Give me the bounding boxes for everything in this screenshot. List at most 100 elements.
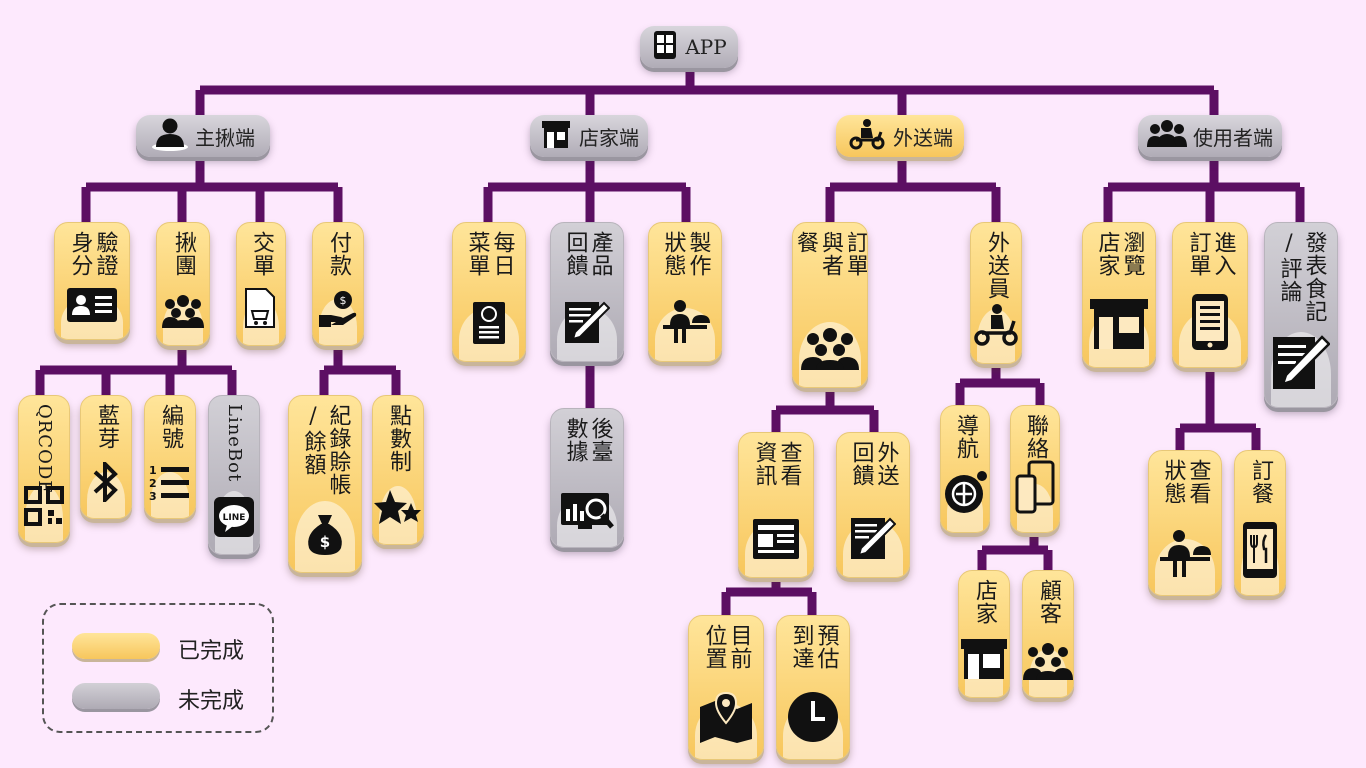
node-review-text-1: 發表食記: [1301, 231, 1327, 323]
category-organizer[interactable]: 主揪端: [136, 115, 270, 157]
storefront-icon: [539, 118, 573, 155]
crowd-icon: [1023, 641, 1073, 685]
node-location-text-1: 目前: [726, 624, 752, 670]
crowd-icon: [798, 327, 862, 375]
node-feedback-text-2: 回饋: [562, 231, 588, 277]
hand-coin-icon: $: [317, 289, 359, 333]
clock-icon: [787, 691, 839, 747]
node-backend-data[interactable]: 後臺數據: [550, 408, 624, 548]
id-card-icon: [66, 287, 118, 327]
category-user-label: 使用者端: [1193, 125, 1273, 150]
node-browse-text-1: 瀏覽: [1119, 231, 1145, 277]
svg-text:2: 2: [149, 477, 157, 490]
category-delivery[interactable]: 外送端: [836, 115, 964, 157]
node-qrcode[interactable]: QRCODE: [18, 395, 70, 543]
svg-text:$: $: [340, 294, 347, 307]
svg-text:$: $: [320, 533, 330, 551]
tablet-icon: [651, 30, 679, 65]
category-store[interactable]: 店家端: [530, 115, 648, 157]
node-customer-text: 顧客: [1036, 579, 1061, 625]
compass-icon: [942, 470, 988, 520]
stars-icon: [374, 488, 422, 532]
node-enter-order[interactable]: 進入訂單: [1172, 222, 1248, 368]
money-bag-icon: $: [303, 512, 347, 560]
node-contact-store[interactable]: 店家: [958, 570, 1010, 698]
node-submit-order-text: 交單: [249, 231, 274, 277]
node-contactstore-text: 店家: [972, 579, 997, 625]
node-eta-text-2: 到達: [788, 624, 814, 670]
node-courier-text: 外送員: [984, 231, 1009, 300]
storefront-icon: [959, 637, 1009, 685]
node-bluetooth[interactable]: 藍芽: [80, 395, 132, 519]
node-menu-text-2: 菜單: [464, 231, 490, 277]
node-linebot[interactable]: LineBot LINE: [208, 395, 260, 555]
node-post-review[interactable]: 發表食記/評論: [1264, 222, 1338, 408]
node-daily-menu[interactable]: 每日菜單: [452, 222, 526, 362]
node-navigation[interactable]: 導航: [940, 405, 990, 533]
node-group-buy-text: 揪團: [171, 231, 196, 277]
node-customer[interactable]: 顧客: [1022, 570, 1074, 698]
node-payment-text: 付款: [326, 231, 351, 277]
node-courier[interactable]: 外送員: [970, 222, 1022, 364]
node-payment[interactable]: 付款 $: [312, 222, 364, 346]
node-menu-text-1: 每日: [489, 231, 515, 277]
phones-icon: [1015, 460, 1055, 520]
node-numbering-text: 編號: [158, 404, 183, 450]
app-root-node[interactable]: APP: [640, 26, 738, 68]
node-navigate-text: 導航: [953, 414, 978, 460]
node-orderers-text-1: 訂單: [843, 231, 868, 277]
group-icon: [1147, 119, 1187, 154]
dashboard-icon: [560, 491, 614, 535]
node-verify-identity[interactable]: 驗證身分: [54, 222, 130, 340]
legend-box: 已完成 未完成: [42, 603, 274, 733]
node-order-meal[interactable]: 訂餐: [1234, 450, 1286, 596]
scooter-icon: [847, 118, 887, 155]
node-bluetooth-text: 藍芽: [94, 404, 119, 450]
svg-text:LINE: LINE: [223, 513, 246, 523]
node-target-location[interactable]: 目前位置: [688, 615, 764, 760]
node-backend-text-1: 後臺: [587, 417, 613, 463]
node-viewinfo-text-1: 查看: [776, 441, 802, 487]
node-contact-text: 聯絡: [1023, 414, 1048, 460]
node-browse-stores[interactable]: 瀏覽店家: [1082, 222, 1156, 368]
menu-icon: [472, 301, 506, 349]
node-view-info[interactable]: 查看資訊: [738, 432, 814, 578]
node-enterorder-text-2: 訂單: [1185, 231, 1211, 277]
phone-fork-icon: [1242, 521, 1278, 583]
node-product-feedback[interactable]: 產品回饋: [550, 222, 624, 362]
edit-note-icon: [1272, 333, 1331, 395]
node-feedback-text-1: 產品: [587, 231, 613, 277]
node-points[interactable]: 點數制: [372, 395, 424, 545]
svg-text:1: 1: [149, 464, 157, 477]
shop-icon: [1089, 297, 1149, 355]
node-status-text-2: 狀態: [660, 231, 686, 277]
node-status-text-1: 製作: [685, 231, 711, 277]
node-points-text: 點數制: [386, 404, 411, 473]
chef-icon: [660, 299, 710, 349]
app-root-label: APP: [685, 35, 727, 59]
cart-document-icon: [244, 287, 278, 333]
node-meal-orderers[interactable]: 訂單與者餐: [792, 222, 868, 388]
node-production-status[interactable]: 製作狀態: [648, 222, 722, 362]
node-delivery-feedback[interactable]: 外送回饋: [836, 432, 910, 578]
chef-icon: [1157, 529, 1213, 583]
node-checkstatus-text-2: 狀態: [1160, 459, 1186, 505]
node-check-status[interactable]: 查看狀態: [1148, 450, 1222, 596]
node-credit-text-2: /餘額: [300, 404, 326, 476]
category-user[interactable]: 使用者端: [1138, 115, 1282, 157]
line-icon: LINE: [213, 496, 255, 542]
phone-doc-icon: [1191, 293, 1229, 355]
node-ordermeal-text: 訂餐: [1248, 459, 1273, 505]
legend-done-swatch: [72, 633, 160, 659]
node-credit-balance[interactable]: 紀錄賒帳/餘額 $: [288, 395, 362, 573]
node-location-text-2: 位置: [701, 624, 727, 670]
node-submit-order[interactable]: 交單: [236, 222, 286, 346]
node-contact[interactable]: 聯絡: [1010, 405, 1060, 533]
category-delivery-label: 外送端: [893, 125, 953, 150]
node-group-buy[interactable]: 揪團: [156, 222, 210, 346]
category-organizer-label: 主揪端: [195, 125, 255, 150]
node-eta[interactable]: 預估到達: [776, 615, 850, 760]
node-qrcode-text: QRCODE: [34, 404, 55, 495]
